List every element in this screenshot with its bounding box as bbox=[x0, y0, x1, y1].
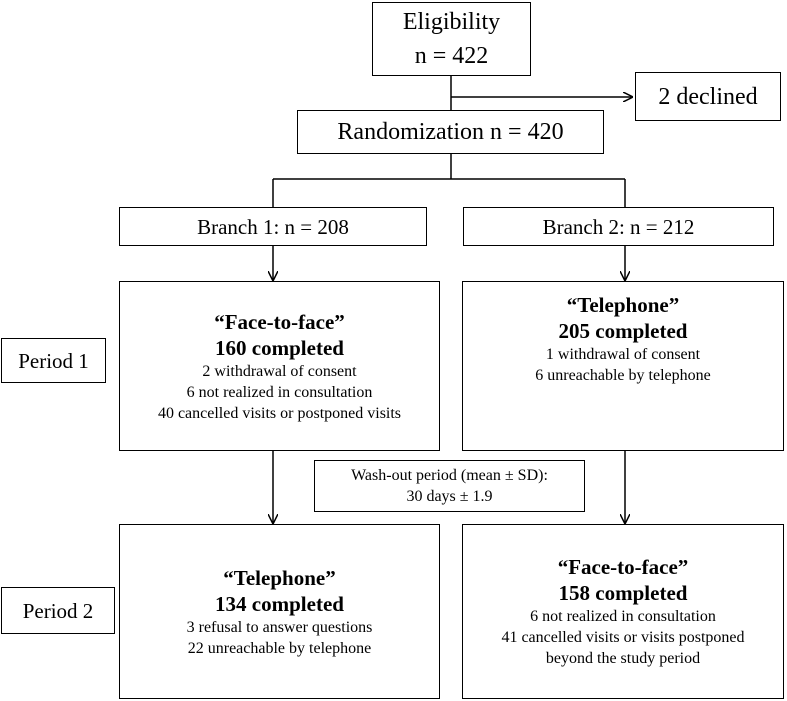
p1-right-title: “Telephone” bbox=[566, 293, 680, 317]
randomization-label: Randomization n = 420 bbox=[337, 119, 564, 145]
p2-left-title: “Telephone” bbox=[223, 565, 336, 590]
branch1-label: Branch 1: n = 208 bbox=[197, 214, 349, 239]
p2-right-completed: 158 completed bbox=[558, 581, 688, 605]
p2-left-detail: 3 refusal to answer questions bbox=[186, 618, 373, 636]
p1-right-detail: 6 unreachable by telephone bbox=[535, 367, 711, 384]
p2-right-detail: 41 cancelled visits or visits postponed bbox=[501, 629, 745, 646]
p1-left-detail: 40 cancelled visits or postponed visits bbox=[157, 404, 402, 422]
p1-left-title: “Face-to-face” bbox=[214, 309, 345, 334]
washout-line1: Wash-out period (mean ± SD): bbox=[351, 467, 548, 484]
branch2-box: Branch 2: n = 212 bbox=[463, 207, 774, 246]
period1-label: Period 1 bbox=[18, 348, 89, 373]
eligibility-count: n = 422 bbox=[414, 43, 489, 69]
branch2-label: Branch 2: n = 212 bbox=[542, 214, 695, 239]
period2-label: Period 2 bbox=[22, 598, 94, 623]
period1-telephone-box: “Telephone” 205 completed 1 withdrawal o… bbox=[462, 281, 784, 451]
p1-right-completed: 205 completed bbox=[558, 319, 688, 343]
period1-label-box: Period 1 bbox=[1, 338, 106, 383]
eligibility-label: Eligibility bbox=[402, 9, 501, 35]
washout-line2: 30 days ± 1.9 bbox=[406, 488, 493, 505]
p2-right-title: “Face-to-face” bbox=[557, 555, 689, 579]
p1-left-detail: 6 not realized in consultation bbox=[186, 383, 373, 401]
period2-face-to-face-box: “Face-to-face” 158 completed 6 not reali… bbox=[462, 524, 784, 699]
randomization-box: Randomization n = 420 bbox=[297, 110, 604, 154]
p2-right-detail: 6 not realized in consultation bbox=[530, 608, 716, 625]
p2-left-completed: 134 completed bbox=[215, 591, 344, 616]
declined-box: 2 declined bbox=[635, 72, 781, 121]
period1-face-to-face-box: “Face-to-face” 160 completed 2 withdrawa… bbox=[119, 281, 440, 451]
p1-left-completed: 160 completed bbox=[215, 335, 344, 360]
period2-label-box: Period 2 bbox=[1, 587, 115, 634]
p1-left-detail: 2 withdrawal of consent bbox=[202, 362, 357, 380]
washout-box: Wash-out period (mean ± SD): 30 days ± 1… bbox=[314, 460, 585, 512]
p2-right-detail: beyond the study period bbox=[545, 650, 701, 667]
eligibility-box: Eligibility n = 422 bbox=[372, 2, 531, 76]
p2-left-detail: 22 unreachable by telephone bbox=[187, 639, 372, 657]
branch1-box: Branch 1: n = 208 bbox=[119, 207, 427, 246]
p1-right-detail: 1 withdrawal of consent bbox=[545, 346, 701, 363]
declined-label: 2 declined bbox=[658, 83, 758, 110]
period2-telephone-box: “Telephone” 134 completed 3 refusal to a… bbox=[119, 524, 440, 699]
